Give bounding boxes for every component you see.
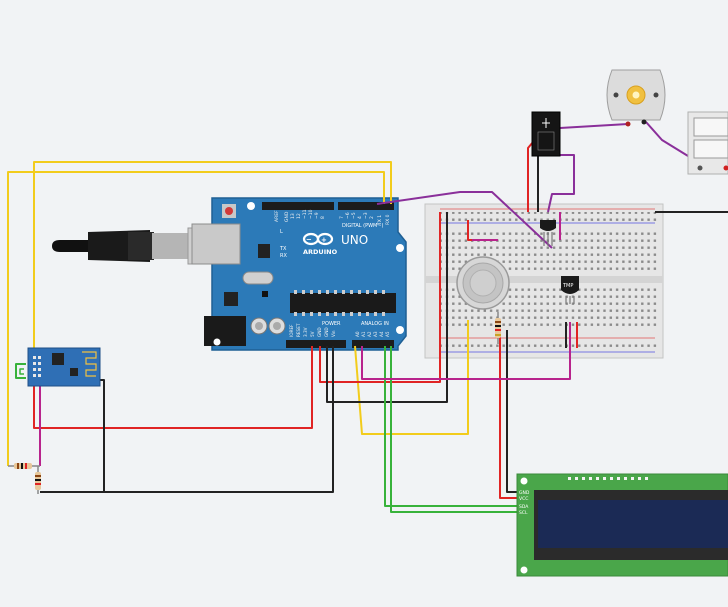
digital-pin-label: RX 0 [385,214,391,225]
analog-in-label: ANALOG IN [361,321,389,327]
aref-pin-label: AREF [274,210,280,222]
digital-pin-label: 4 [357,216,363,219]
black-wire-breadboard-gnd [326,212,448,403]
temperature-sensor: TMP [561,276,579,304]
power-header [286,340,346,348]
digital-pin-label: 2 [369,216,375,219]
wires [7,121,728,513]
yellow-wire-divider [7,171,385,466]
digital-pin-label: 13 [290,213,296,219]
tmp-label: TMP [562,283,573,289]
lcd-screen [538,500,728,548]
power-pin-label: GND [324,327,329,337]
lcd-pin-sda: SDA [519,504,529,510]
magenta-wire-sensor [361,322,571,380]
digital-pin-label: ~11 [302,209,308,219]
rx-led-label: RX [280,253,287,259]
analog-header [352,340,394,348]
svg-text:+: + [321,236,327,244]
arduino-logo: − + [302,232,334,246]
transistor [540,220,556,246]
esp8266-wifi-module [27,347,101,387]
purple-wire-transistor [376,191,553,249]
lcd-display: GND VCC SDA SCL [516,473,728,577]
gas-sensor [456,256,510,310]
digital-pin-label: ~10 [308,209,314,219]
power-pin-label: 3.3V [303,327,308,337]
digital-pin-label: TX 1 [377,215,383,226]
black-wire-esp-gnd [40,379,105,493]
digital-header-left [262,202,334,210]
power-label: POWER [322,321,341,327]
seven-segment-display [687,111,728,175]
yellow-wire-analog [354,320,469,435]
crystal-oscillator [242,271,274,285]
digital-header-right [338,202,394,210]
digital-pin-label: ~5 [351,212,357,219]
voltage-regulator [224,292,238,306]
dc-motor [606,69,666,127]
digital-pin-label: 12 [296,213,302,219]
red-wire-esp-power [33,346,313,429]
gnd-pin-label: GND [284,211,290,222]
analog-pin-label: A1 [361,331,366,337]
tx-led-label: TX [279,246,287,252]
red-wire-relay [527,141,534,212]
power-pin-label: 5V [310,331,315,337]
relay-module [531,111,561,157]
usb-chip [258,244,270,258]
power-pin-label: Vin [331,330,336,337]
analog-pin-label: A0 [355,331,360,337]
lcd-pin-scl: SCL [519,510,528,516]
svg-text:−: − [306,236,312,244]
red-wire-breadboard-power [319,212,441,383]
green-wire-esp-loop [15,363,26,379]
uno-label: UNO [341,233,368,247]
atmega-microcontroller [290,293,396,313]
resistor-breadboard [495,312,501,344]
black-wire-arduino-gnd [104,346,334,493]
arduino-brand-label: ARDUINO [303,248,338,256]
purple-wire-relay [547,154,575,213]
analog-pin-label: A4 [379,331,384,337]
lcd-pin-vcc: VCC [519,496,528,502]
arduino-uno-board: AREF GND 13 12 ~11 ~10 ~9 8 7 ~6 ~5 4 ~3… [191,197,407,351]
power-jack [204,316,246,346]
analog-pin-label: A3 [373,331,378,337]
green-wire-sda [384,346,518,507]
green-wire-esp-loop-inner [19,368,24,375]
digital-pin-label: ~3 [363,212,369,219]
lcd-pin-gnd: GND [519,490,530,496]
black-wire-lcd-gnd [506,330,518,493]
power-pin-label: RESET [296,323,301,337]
red-wire-lcd-vcc [499,330,518,499]
power-pin-label: GND [317,327,322,337]
yellow-wire-esp [33,161,392,360]
digital-pin-label: 8 [320,216,326,219]
analog-pin-label: A5 [385,331,390,337]
analog-pin-label: A2 [367,331,372,337]
digital-pin-label: ~9 [314,212,320,219]
usb-port [191,223,241,265]
usb-cable [52,227,215,265]
resistor-divider [8,463,41,494]
l-led-label: L [280,229,283,235]
digital-pin-label: 7 [339,216,345,219]
digital-pwm-label: DIGITAL (PWM~) [342,223,384,229]
digital-pin-label: ~6 [345,212,351,219]
power-pin-label: IOREF [289,324,294,337]
green-wire-scl [390,346,518,513]
purple-wire-motor [559,123,629,129]
purple-wire-display [645,121,689,157]
